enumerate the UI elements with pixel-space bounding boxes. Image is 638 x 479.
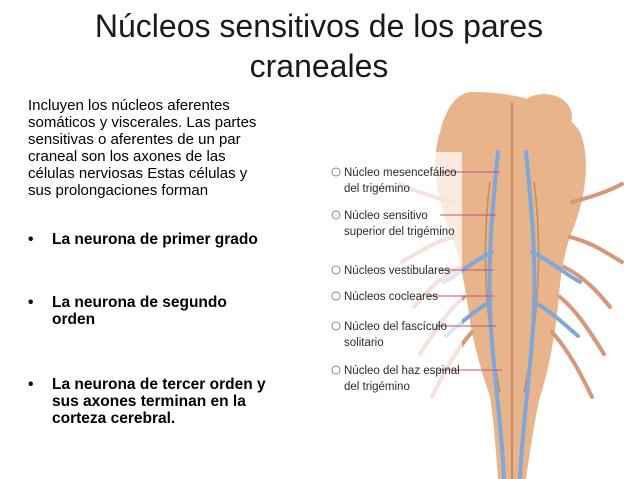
label-line: del trigémino [344,381,410,393]
slide-title: Núcleos sensitivos de los pares craneale… [0,6,638,86]
brainstem-shape [435,92,586,479]
label-line: Núcleo sensitivo [344,210,428,222]
nerve-right-1 [570,182,624,204]
marker-circle [331,365,341,375]
intro-line: Incluyen los núcleos aferentes [28,97,230,114]
intro-line: sensitivas o aferentes de un par [28,131,241,148]
marker-circle [331,265,341,275]
sensory-nuclei [442,150,582,479]
brainstem-body [435,92,586,479]
label-line: Núcleos cocleares [344,291,438,303]
marker-circle [331,321,341,331]
marker-circle [331,291,341,301]
bullet-line: sus axones terminan en la [52,393,246,410]
bullet-text: La neurona de segundo orden [52,294,314,328]
marker-circle [331,210,341,220]
figure-labels: Núcleo mesencefálico del trigémino Núcle… [344,167,463,393]
label-line: Núcleos vestibulares [344,265,450,277]
nerve-right-2 [568,235,624,264]
title-line-2: craneales [249,48,389,84]
bullet-text: La neurona de tercer orden y sus axones … [52,376,314,427]
bullet-dot: • [28,231,34,248]
label-line: superior del trigémino [344,226,455,238]
nerve-right-4 [558,295,606,356]
nucleus-right-branch [530,250,582,284]
nerve-right-5 [550,330,594,399]
bullet-dot: • [28,376,34,393]
label-line: del trigémino [344,183,410,195]
label-fasciculo-solitario: Núcleo del fascículo solitario [344,321,450,349]
intro-line: craneal son los axones de las [28,148,226,165]
brainstem-svg: Núcleo mesencefálico del trigémino Núcle… [328,92,624,479]
label-backdrop [328,152,462,422]
bullet-dot: • [28,294,34,311]
intro-line: sus prolongaciones forman [28,182,209,199]
intro-line: células nerviosas Estas células y [28,165,248,182]
label-cocleares: Núcleos cocleares [344,291,438,303]
label-line: Núcleo del fascículo [344,321,447,333]
intro-paragraph: Incluyen los núcleos aferentes somáticos… [28,97,318,199]
bullet-line: La neurona de primer grado [52,231,258,248]
label-mesencefalico: Núcleo mesencefálico del trigémino [344,167,460,195]
label-haz-espinal: Núcleo del haz espinal del trigémino [344,365,463,393]
marker-circle [331,167,341,177]
label-line: Núcleo del haz espinal [344,365,460,377]
bullet-line: orden [52,311,96,328]
bullet-line: La neurona de segundo [52,294,227,311]
label-sensitivo-superior: Núcleo sensitivo superior del trigémino [344,210,455,238]
brainstem-illustration: Núcleo mesencefálico del trigémino Núcle… [322,92,638,479]
title-line-1: Núcleos sensitivos de los pares [94,8,544,44]
label-vestibulares: Núcleos vestibulares [344,265,450,277]
bullet-line: corteza cerebral. [52,410,176,427]
label-line: solitario [344,337,384,349]
upper-lobe-right [516,94,572,138]
upper-lobe-left [452,94,508,138]
nucleus-right-column [518,150,537,479]
intro-line: somáticos y viscerales. Las partes [28,114,257,131]
bullet-text: La neurona de primer grado [52,231,314,248]
nerve-right-3 [562,265,612,309]
nucleus-right-branch-2 [532,300,580,338]
label-line: Núcleo mesencefálico [344,167,457,179]
bullet-line: La neurona de tercer orden y [52,376,266,393]
label-markers [331,167,341,375]
nucleus-left-column [487,150,506,479]
pointer-lines [428,171,502,371]
